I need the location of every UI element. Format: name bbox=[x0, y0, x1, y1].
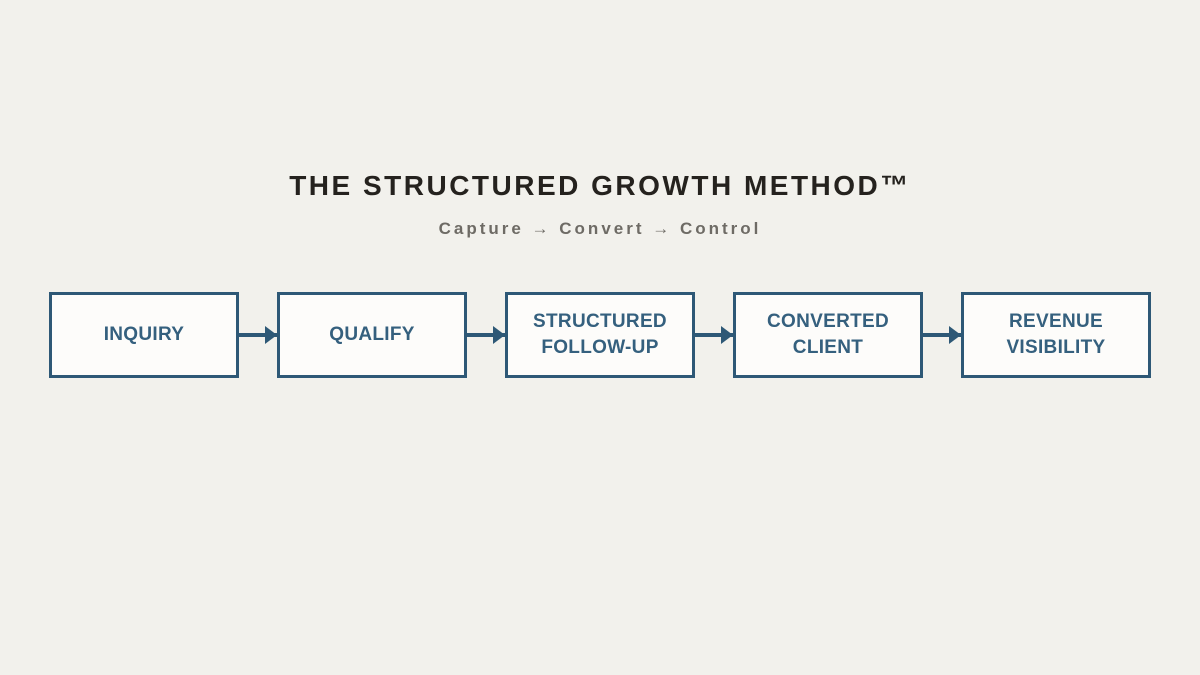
page-title: THE STRUCTURED GROWTH METHOD™ bbox=[289, 170, 911, 201]
process-flow: INQUIRY QUALIFY STRUCTURED FOLLOW-UP CON… bbox=[0, 292, 1200, 378]
flow-step-structured-follow-up: STRUCTURED FOLLOW-UP bbox=[505, 292, 695, 378]
flow-step-converted-client: CONVERTED CLIENT bbox=[733, 292, 923, 378]
flow-step-inquiry: INQUIRY bbox=[49, 292, 239, 378]
right-arrow-icon bbox=[467, 333, 505, 337]
right-arrow-icon bbox=[239, 333, 277, 337]
flow-step-qualify: QUALIFY bbox=[277, 292, 467, 378]
flow-step-revenue-visibility: REVENUE VISIBILITY bbox=[961, 292, 1151, 378]
right-arrow-icon bbox=[695, 333, 733, 337]
right-arrow-icon bbox=[923, 333, 961, 337]
page-subtitle: Capture → Convert → Control bbox=[438, 219, 762, 238]
